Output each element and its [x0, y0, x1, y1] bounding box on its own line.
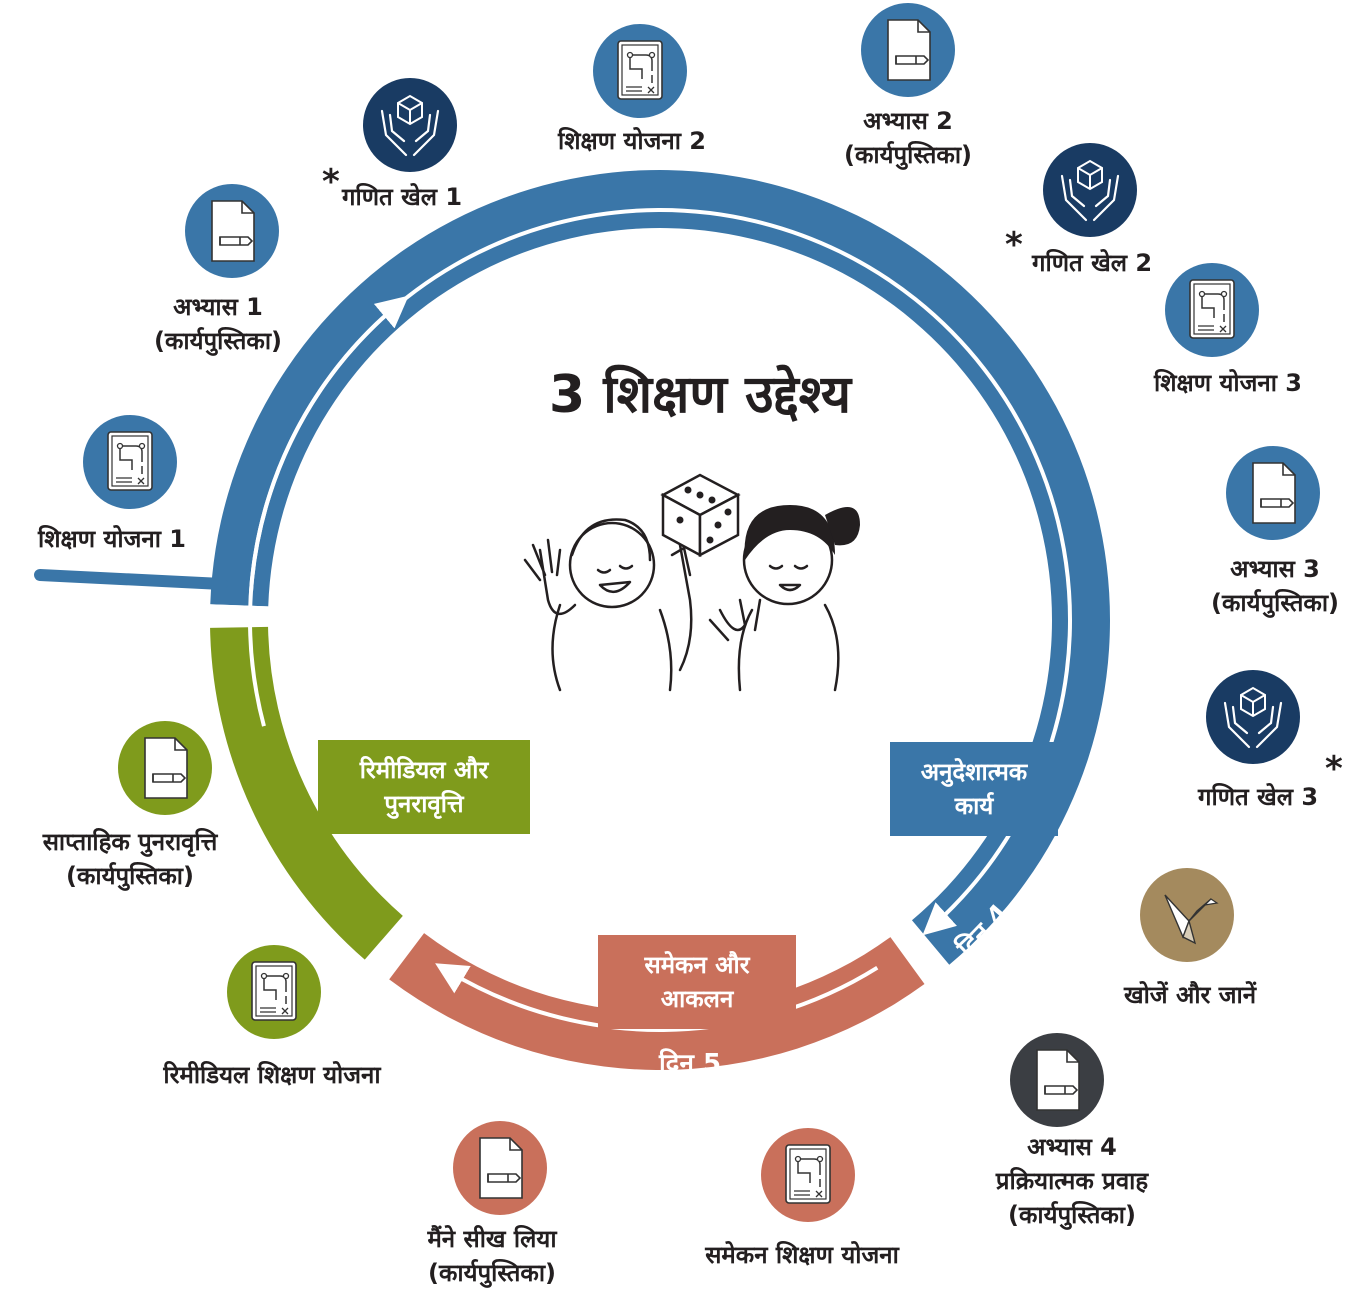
- activity-label-lp1: शिक्षण योजना 1: [38, 522, 186, 556]
- activity-label-line: गणित खेल 2: [1031, 249, 1153, 277]
- lesson-plan-icon: [83, 415, 177, 509]
- activity-label-line: (कार्यपुस्तिका): [843, 141, 973, 169]
- activity-label-game3: गणित खेल 3: [1198, 780, 1318, 814]
- activity-label-line: मैंने सीख लिया: [427, 1225, 557, 1253]
- start-pointer-line: [34, 569, 228, 590]
- consolidation-ring-segment: [389, 933, 925, 1070]
- activity-label-ex1: अभ्यास 1 (कार्यपुस्तिका): [154, 290, 282, 358]
- activity-label-line: अभ्यास 4: [1027, 1133, 1117, 1161]
- asterisk-mark: *: [322, 162, 340, 202]
- activity-label-line: (कार्यपुस्तिका): [153, 327, 283, 355]
- phase-consolidation-line-2: आकलन: [660, 985, 734, 1013]
- activity-label-line: समेकन शिक्षण योजना: [705, 1241, 899, 1269]
- worksheet-icon: [1010, 1033, 1104, 1127]
- activity-label-ex4: अभ्यास 4 प्रक्रियात्मक प्रवाह (कार्यपुस्ति…: [996, 1130, 1148, 1232]
- asterisk-mark: *: [1325, 749, 1343, 789]
- activity-label-lp2: शिक्षण योजना 2: [558, 124, 706, 158]
- activity-label-clp: समेकन शिक्षण योजना: [705, 1238, 899, 1272]
- phase-box-remedial: रिमीडियल और पुनरावृत्ति: [318, 740, 530, 834]
- day-5-label: दिन 5: [658, 1048, 721, 1079]
- phase-instructional-line-2: कार्य: [954, 792, 994, 820]
- activity-label-line: रिमीडियल शिक्षण योजना: [163, 1061, 381, 1089]
- phase-consolidation-line-1: समेकन और: [644, 951, 750, 979]
- activity-label-line: शिक्षण योजना 3: [1154, 369, 1302, 397]
- activity-label-ex3: अभ्यास 3 (कार्यपुस्तिका): [1211, 552, 1339, 620]
- activity-label-explore: खोजें और जानें: [1124, 978, 1256, 1012]
- activity-label-line: प्रक्रियात्मक प्रवाह: [995, 1167, 1149, 1195]
- math-game-icon: [1043, 143, 1137, 237]
- worksheet-icon: [453, 1121, 547, 1215]
- lesson-plan-icon: [1165, 263, 1259, 357]
- worksheet-icon: [185, 184, 279, 278]
- page-title: 3 शिक्षण उद्देश्य: [548, 365, 852, 425]
- consolidation-guide-arc: [435, 963, 879, 1032]
- lesson-plan-icon: [593, 24, 687, 118]
- phase-remedial-line-2: पुनरावृत्ति: [384, 790, 464, 818]
- activity-label-line: साप्ताहिक पुनरावृत्ति: [42, 828, 218, 856]
- remedial-guide-arc: [248, 295, 409, 727]
- children-playing-illustration: [523, 473, 860, 692]
- activity-label-rlp: रिमीडियल शिक्षण योजना: [163, 1058, 380, 1092]
- activity-label-line: गणित खेल 3: [1197, 783, 1319, 811]
- activity-label-lp3: शिक्षण योजना 3: [1154, 366, 1302, 400]
- phase-box-consolidation: समेकन और आकलन: [598, 935, 796, 1029]
- lesson-plan-icon: [227, 945, 321, 1039]
- activity-label-game2: गणित खेल 2: [1032, 246, 1152, 280]
- activity-label-line: (कार्यपुस्तिका): [1210, 589, 1340, 617]
- activity-label-line: गणित खेल 1: [341, 183, 463, 211]
- activity-label-wrev: साप्ताहिक पुनरावृत्ति (कार्यपुस्तिका): [43, 825, 218, 893]
- activity-label-line: खोजें और जानें: [1123, 981, 1257, 1009]
- activity-label-learned: मैंने सीख लिया (कार्यपुस्तिका): [427, 1222, 556, 1290]
- activity-label-line: अभ्यास 3: [1230, 555, 1320, 583]
- math-game-icon: [363, 78, 457, 172]
- activity-label-line: (कार्यपुस्तिका): [65, 862, 195, 890]
- phase-remedial-line-1: रिमीडियल और: [359, 756, 489, 784]
- activity-label-line: अभ्यास 1: [173, 293, 263, 321]
- instructional-ring-segment: [210, 169, 1111, 965]
- phase-box-instructional: अनुदेशात्मक कार्य: [890, 742, 1058, 836]
- lesson-plan-icon: [761, 1128, 855, 1222]
- asterisk-mark: *: [1005, 225, 1023, 265]
- activity-label-line: (कार्यपुस्तिका): [1007, 1201, 1137, 1229]
- activity-label-line: शिक्षण योजना 2: [558, 127, 706, 155]
- phase-instructional-line-1: अनुदेशात्मक: [920, 758, 1028, 786]
- origami-bird-icon: [1140, 868, 1234, 962]
- math-game-icon: [1206, 670, 1300, 764]
- worksheet-icon: [861, 3, 955, 97]
- activity-label-line: शिक्षण योजना 1: [38, 525, 186, 553]
- activity-label-game1: गणित खेल 1: [342, 180, 462, 214]
- worksheet-icon: [1226, 446, 1320, 540]
- worksheet-icon: [118, 721, 212, 815]
- activity-label-line: अभ्यास 2: [863, 107, 953, 135]
- activity-label-ex2: अभ्यास 2 (कार्यपुस्तिका): [844, 104, 972, 172]
- activity-label-line: (कार्यपुस्तिका): [427, 1259, 557, 1287]
